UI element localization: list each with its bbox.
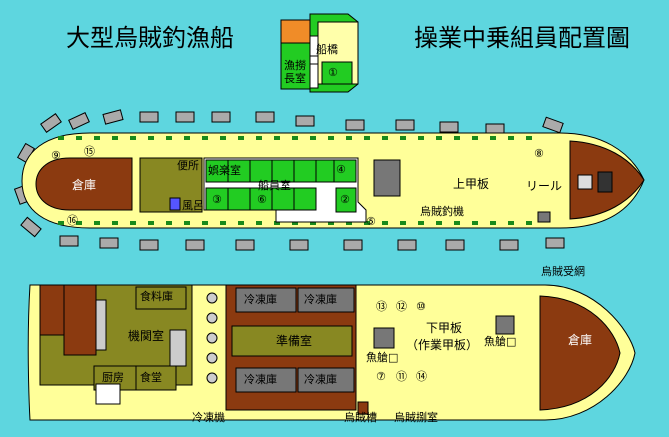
crew-14: ⑭: [416, 370, 427, 383]
crew-10: ⑩: [416, 300, 426, 313]
freezer-label-1: 冷凍庫: [244, 293, 277, 306]
title-right: 操業中乗組員配置圖: [414, 24, 630, 52]
squid-processing-label: 烏賊捌室: [394, 411, 438, 424]
fish-hold-label-2: 魚艙□: [484, 335, 517, 348]
lower-deck: [27, 284, 636, 421]
title-left: 大型烏賊釣漁船: [66, 24, 234, 52]
food-storage-label: 食料庫: [140, 290, 173, 303]
crew-6: ⑥: [257, 193, 267, 206]
freezer-machine-label: 冷凍機: [192, 411, 225, 424]
bridge-inset: [280, 13, 359, 93]
reel-label: リール: [526, 179, 563, 193]
crew-3: ③: [212, 193, 222, 206]
crew-16: ⑯: [67, 214, 78, 227]
crew-7: ⑦: [376, 370, 386, 383]
dining-label: 食堂: [140, 371, 162, 384]
crew-15: ⑮: [84, 145, 95, 158]
crew-12: ⑫: [396, 300, 407, 313]
bath-label: 風呂: [182, 199, 204, 212]
squid-machine-label: 烏賊釣機: [420, 205, 464, 218]
receiver-label: 烏賊受網: [541, 265, 585, 278]
crew-room-label: 船員室: [258, 179, 291, 192]
freezer-label-2: 冷凍庫: [304, 293, 337, 306]
crew-8: ⑧: [534, 147, 544, 160]
rec-room-label: 娯楽室: [208, 164, 241, 177]
crew-13: ⑬: [376, 300, 387, 313]
galley-label: 厨房: [102, 371, 124, 384]
toilet-label: 便所: [177, 159, 199, 172]
engine-room-label: 機関室: [128, 329, 165, 343]
lower-warehouse-label: 倉庫: [568, 333, 593, 347]
crew-4: ④: [336, 163, 346, 176]
crew-11: ⑪: [396, 370, 407, 383]
captain-room-label-2: 長室: [284, 72, 306, 85]
work-deck-label: （作業甲板）: [406, 338, 479, 352]
crew-9: ⑨: [51, 149, 61, 162]
crew-number: ①: [328, 66, 338, 79]
lower-deck-label: 下甲板: [426, 321, 463, 335]
bridge-label: 船橋: [316, 43, 338, 56]
freezer-label-3: 冷凍庫: [244, 373, 277, 386]
upper-deck: [13, 109, 645, 251]
prep-room-label: 準備室: [276, 334, 313, 348]
captain-room-label-1: 漁撈: [284, 59, 306, 72]
upper-deck-label: 上甲板: [453, 177, 490, 191]
fish-hold-label-1: 魚艙□: [366, 351, 399, 364]
freezer-label-4: 冷凍庫: [304, 373, 337, 386]
crew-5: ⑤: [366, 215, 376, 228]
squid-tank-label: 烏賊槽: [344, 411, 377, 424]
upper-warehouse-label: 倉庫: [72, 178, 97, 192]
crew-2: ②: [340, 193, 350, 206]
